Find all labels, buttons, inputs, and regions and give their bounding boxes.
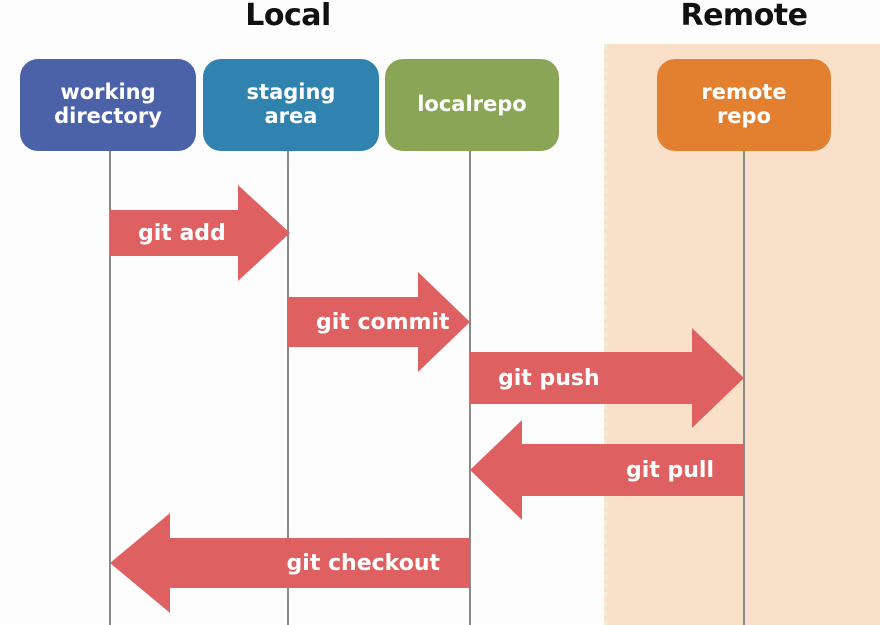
section-title-remote: Remote bbox=[680, 0, 808, 33]
arrow-git-checkout-label: git checkout bbox=[286, 550, 440, 576]
node-working-directory[interactable]: working directory bbox=[20, 59, 196, 151]
arrow-git-commit-label: git commit bbox=[316, 309, 450, 335]
node-staging-area[interactable]: staging area bbox=[203, 59, 379, 151]
arrow-git-commit: git commit bbox=[288, 272, 470, 372]
node-working-directory-label: working directory bbox=[54, 80, 162, 128]
lifeline-remote-repo bbox=[743, 148, 745, 625]
arrow-git-pull: git pull bbox=[470, 420, 744, 520]
arrow-right-icon bbox=[470, 328, 744, 428]
lifeline-working-directory bbox=[109, 148, 111, 625]
node-staging-area-label: staging area bbox=[246, 80, 336, 128]
arrow-left-icon bbox=[470, 420, 744, 520]
node-remote-repo[interactable]: remote repo bbox=[657, 59, 831, 151]
arrow-git-push: git push bbox=[470, 328, 744, 428]
arrow-git-add-label: git add bbox=[138, 220, 226, 246]
arrow-git-push-label: git push bbox=[498, 365, 600, 391]
node-remote-repo-label: remote repo bbox=[701, 80, 787, 128]
node-localrepo[interactable]: localrepo bbox=[385, 59, 559, 151]
lifeline-staging-area bbox=[287, 148, 289, 625]
node-localrepo-label: localrepo bbox=[417, 92, 527, 117]
arrow-right-icon bbox=[288, 272, 470, 372]
arrow-git-pull-label: git pull bbox=[626, 457, 714, 483]
arrow-left-icon bbox=[110, 513, 470, 613]
section-title-local: Local bbox=[245, 0, 331, 33]
arrow-git-checkout: git checkout bbox=[110, 513, 470, 613]
arrow-git-add: git add bbox=[110, 185, 290, 281]
arrow-right-icon bbox=[110, 185, 290, 281]
